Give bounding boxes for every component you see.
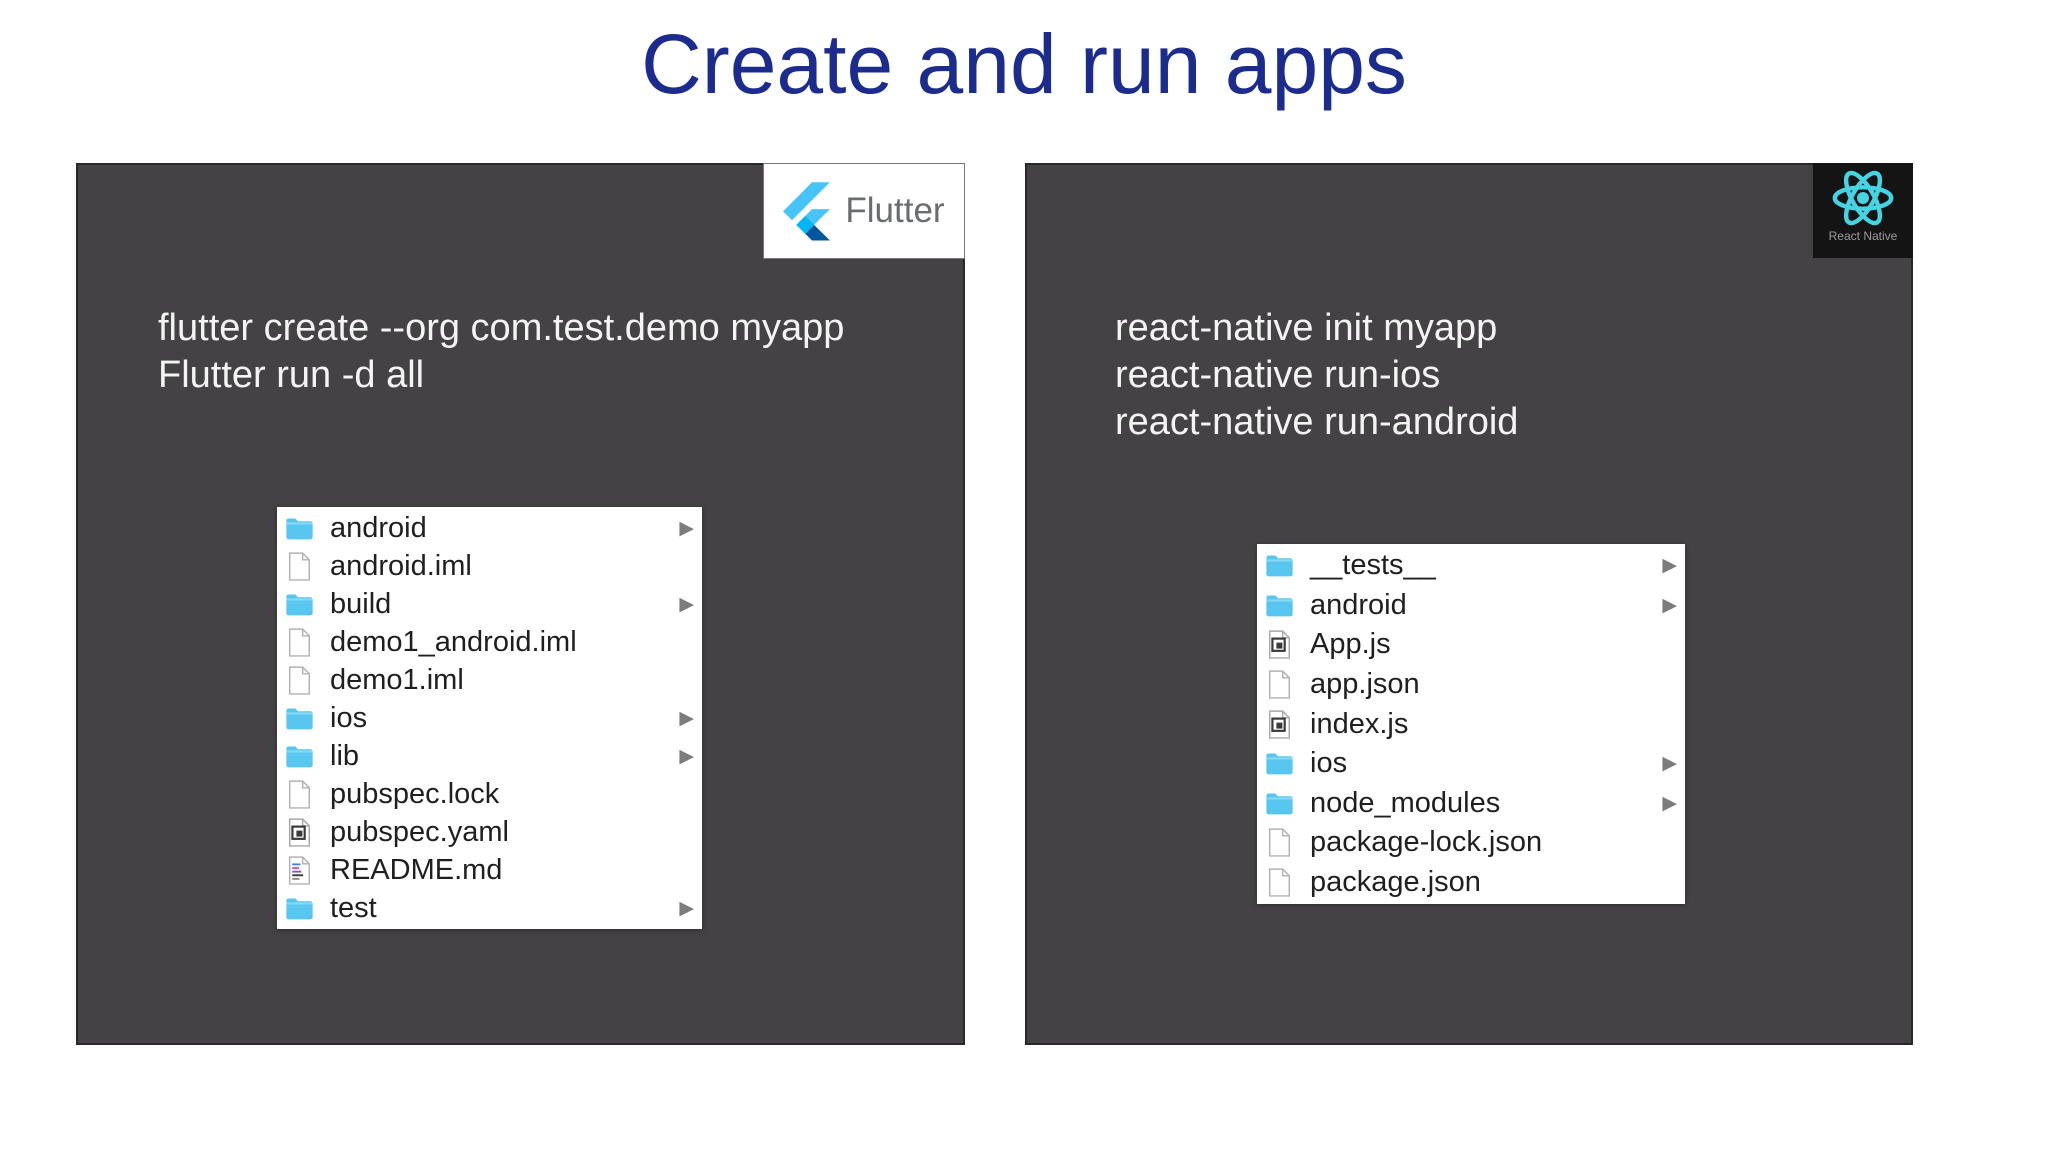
doc-icon	[285, 628, 314, 657]
file-row[interactable]: demo1_android.iml	[277, 623, 702, 661]
folder-icon	[285, 742, 314, 771]
code-icon	[285, 818, 314, 847]
file-row[interactable]: lib ▶	[277, 737, 702, 775]
folder-icon	[285, 590, 314, 619]
file-row[interactable]: build ▶	[277, 585, 702, 623]
expand-arrow-icon: ▶	[1662, 594, 1677, 616]
file-row[interactable]: App.js	[1257, 625, 1685, 665]
flutter-logo-label: Flutter	[845, 191, 945, 230]
flutter-logo-icon	[783, 182, 831, 241]
file-row[interactable]: app.json	[1257, 665, 1685, 705]
code-icon	[1265, 630, 1294, 659]
file-row[interactable]: package.json	[1257, 863, 1685, 903]
file-name: ios	[1310, 747, 1348, 780]
expand-arrow-icon: ▶	[1662, 792, 1677, 814]
doc-icon	[1265, 828, 1294, 857]
file-name: demo1_android.iml	[330, 625, 577, 658]
file-name: android	[1310, 588, 1407, 621]
folder-icon	[1265, 591, 1294, 620]
file-row[interactable]: pubspec.yaml	[277, 813, 702, 851]
file-row[interactable]: README.md	[277, 851, 702, 889]
expand-arrow-icon: ▶	[679, 707, 694, 729]
file-row[interactable]: index.js	[1257, 704, 1685, 744]
folder-icon	[1265, 789, 1294, 818]
file-row[interactable]: ios ▶	[1257, 744, 1685, 784]
file-row[interactable]: android.iml	[277, 547, 702, 585]
file-name: app.json	[1310, 667, 1420, 700]
code-icon	[1265, 710, 1294, 739]
file-name: README.md	[330, 853, 503, 886]
file-row[interactable]: package-lock.json	[1257, 823, 1685, 863]
command-line: react-native init myapp	[1115, 307, 1498, 349]
react-native-file-list: __tests__ ▶ android ▶ App.js app.json in…	[1257, 544, 1685, 904]
command-line: flutter create --org com.test.demo myapp	[158, 307, 845, 349]
expand-arrow-icon: ▶	[679, 517, 694, 539]
file-row[interactable]: __tests__ ▶	[1257, 546, 1685, 586]
page-title: Create and run apps	[641, 17, 1407, 111]
file-name: android	[330, 511, 427, 544]
file-row[interactable]: pubspec.lock	[277, 775, 702, 813]
expand-arrow-icon: ▶	[679, 745, 694, 767]
expand-arrow-icon: ▶	[1662, 753, 1677, 775]
file-name: build	[330, 587, 392, 620]
file-row[interactable]: node_modules ▶	[1257, 783, 1685, 823]
doc-icon	[285, 552, 314, 581]
file-name: android.iml	[330, 549, 472, 582]
expand-arrow-icon: ▶	[679, 897, 694, 919]
readme-icon	[285, 856, 314, 885]
doc-icon	[1265, 670, 1294, 699]
flutter-panel: Flutter flutter create --org com.test.de…	[76, 163, 965, 1045]
command-line: react-native run-android	[1115, 401, 1519, 443]
command-line: Flutter run -d all	[158, 354, 425, 396]
file-name: lib	[330, 739, 360, 772]
expand-arrow-icon: ▶	[679, 593, 694, 615]
react-native-commands: react-native init myapp react-native run…	[1115, 305, 1518, 446]
react-native-panel: React Native react-native init myapp rea…	[1025, 163, 1913, 1045]
folder-icon	[285, 894, 314, 923]
folder-icon	[285, 704, 314, 733]
file-name: test	[330, 891, 377, 924]
file-name: pubspec.yaml	[330, 815, 509, 848]
react-logo-icon	[1830, 168, 1896, 228]
flutter-file-list: android ▶ android.iml build ▶ demo1_andr…	[277, 507, 702, 929]
file-row[interactable]: android ▶	[1257, 586, 1685, 626]
file-row[interactable]: ios ▶	[277, 699, 702, 737]
file-row[interactable]: android ▶	[277, 509, 702, 547]
file-name: demo1.iml	[330, 663, 464, 696]
folder-icon	[1265, 749, 1294, 778]
file-name: node_modules	[1310, 786, 1501, 819]
flutter-logo-badge: Flutter	[763, 163, 965, 259]
file-name: __tests__	[1310, 549, 1436, 582]
doc-icon	[1265, 868, 1294, 897]
file-name: ios	[330, 701, 368, 734]
flutter-commands: flutter create --org com.test.demo myapp…	[158, 305, 844, 399]
doc-icon	[285, 666, 314, 695]
doc-icon	[285, 780, 314, 809]
react-native-logo-badge: React Native	[1813, 163, 1913, 258]
file-row[interactable]: test ▶	[277, 889, 702, 927]
file-name: App.js	[1310, 628, 1391, 661]
command-line: react-native run-ios	[1115, 354, 1441, 396]
file-row[interactable]: demo1.iml	[277, 661, 702, 699]
file-name: pubspec.lock	[330, 777, 500, 810]
folder-icon	[1265, 551, 1294, 580]
folder-icon	[285, 514, 314, 543]
expand-arrow-icon: ▶	[1662, 555, 1677, 577]
file-name: package-lock.json	[1310, 826, 1543, 859]
react-native-logo-label: React Native	[1828, 229, 1898, 243]
file-name: index.js	[1310, 707, 1409, 740]
file-name: package.json	[1310, 865, 1481, 898]
